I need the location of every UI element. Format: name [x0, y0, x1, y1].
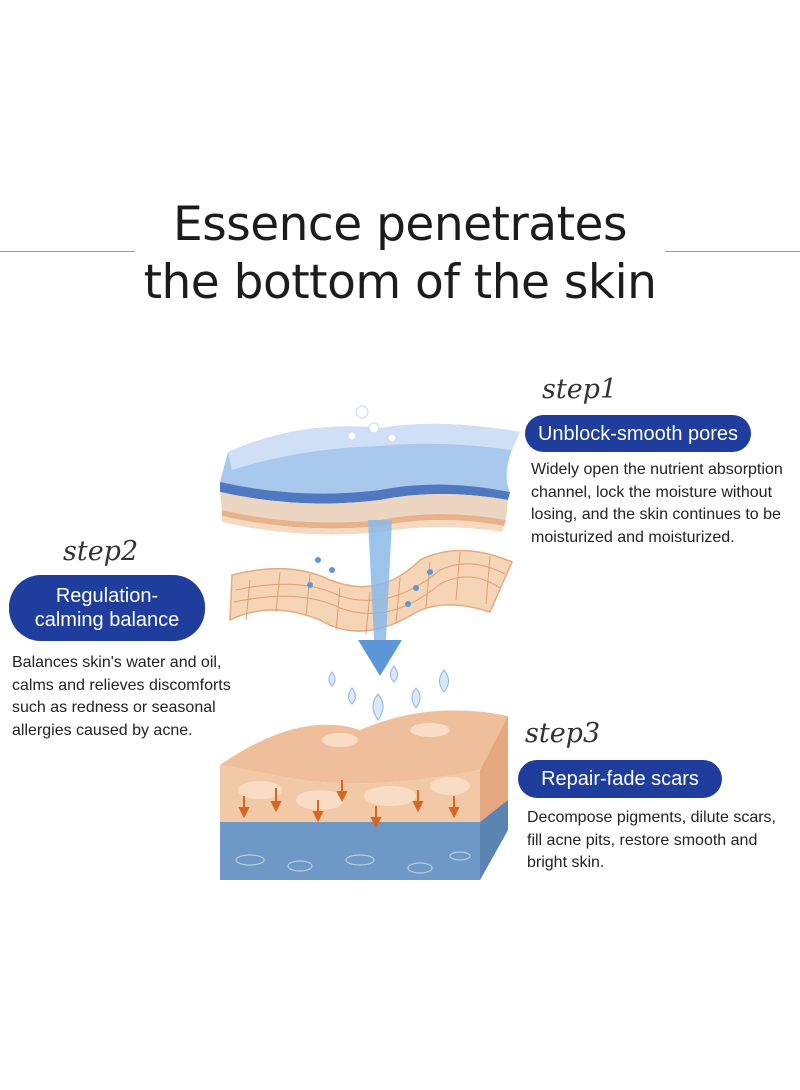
step1-desc-line: moisturized and moisturized.	[531, 528, 735, 546]
step3-desc-line: fill acne pits, restore smooth and	[527, 831, 758, 849]
step2-desc-line: allergies caused by acne.	[12, 721, 193, 739]
step1-heading-badge: Unblock-smooth pores	[525, 415, 751, 452]
step1-desc-line: losing, and the skin continues to be	[531, 506, 781, 523]
step3-heading-badge: Repair-fade scars	[518, 760, 722, 798]
step1-label: step1	[542, 374, 618, 405]
step2-desc-line: such as redness or seasonal	[12, 699, 216, 716]
mid-skin-layer	[229, 549, 513, 635]
step3-description: Decompose pigments, dilute scars, fill a…	[527, 807, 776, 875]
step2-heading-line-1: Regulation-	[55, 585, 159, 607]
penetration-arrow	[358, 520, 402, 676]
page-title: Essence penetrates the bottom of the ski…	[0, 196, 800, 312]
title-rule-left	[0, 251, 135, 252]
step2-heading-line-2: calming balance	[34, 609, 180, 631]
step3-desc-line: Decompose pigments, dilute scars,	[527, 809, 776, 826]
step2-desc-line: Balances skin's water and oil,	[12, 654, 222, 671]
step3-label: step3	[525, 718, 601, 749]
step1-heading: Unblock-smooth pores	[537, 422, 739, 445]
bottom-skin-block	[220, 710, 508, 880]
step2-label: step2	[63, 536, 139, 567]
step2-heading-badge: Regulation- calming balance	[9, 575, 205, 641]
step1-description: Widely open the nutrient absorption chan…	[531, 459, 783, 549]
step1-desc-line: channel, lock the moisture without	[531, 483, 773, 501]
step2-desc-line: calms and relieves discomforts	[12, 676, 231, 694]
step3-desc-line: bright skin.	[527, 854, 605, 871]
title-line-2: the bottom of the skin	[143, 255, 657, 310]
title-rule-right	[665, 251, 800, 252]
step2-description: Balances skin's water and oil, calms and…	[12, 652, 231, 742]
step3-heading: Repair-fade scars	[541, 768, 699, 790]
step1-desc-line: Widely open the nutrient absorption	[531, 461, 783, 478]
top-skin-layer	[220, 405, 520, 535]
water-droplets	[328, 665, 449, 721]
title-line-1: Essence penetrates	[173, 197, 627, 252]
